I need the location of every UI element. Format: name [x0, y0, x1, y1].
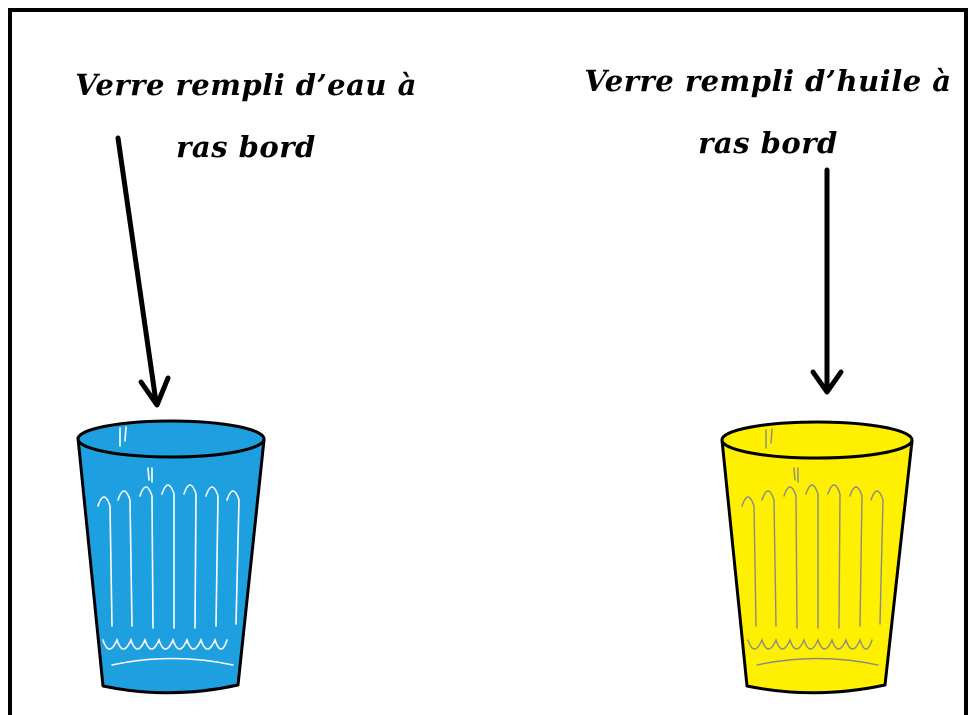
oil-glass-label: Verre rempli d’huile à ras bord — [568, 50, 968, 174]
oil-label-line-1: Verre rempli d’huile à — [584, 64, 952, 98]
water-glass-label: Verre rempli d’eau à ras bord — [36, 54, 456, 178]
oil-label-line-2: ras bord — [698, 126, 838, 160]
water-arrow-icon — [115, 135, 171, 408]
water-label-line-2: ras bord — [176, 130, 316, 164]
water-label-line-1: Verre rempli d’eau à — [75, 68, 417, 102]
oil-arrow-icon — [810, 167, 844, 395]
water-glass-icon — [74, 419, 270, 706]
oil-glass-icon — [718, 420, 914, 706]
